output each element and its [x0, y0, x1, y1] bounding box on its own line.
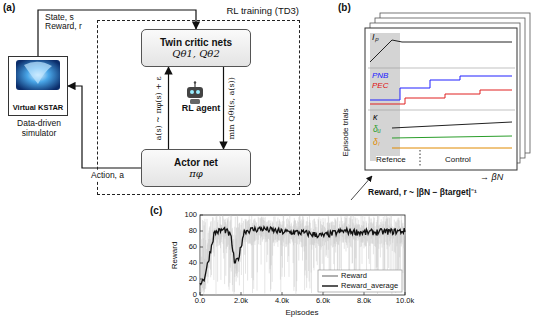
flow-arrow [68, 86, 141, 168]
tick-label: 2.0k [234, 297, 248, 305]
episode-sheets [351, 13, 530, 200]
box-symbol: πφ [142, 168, 250, 180]
tick-label: 0.0 [195, 297, 205, 305]
edge-label: a(s) ~ πφ(s) + ε [155, 75, 164, 141]
text-label: Episode trials [342, 108, 351, 156]
flow-arrow [223, 67, 224, 149]
critic-box: Twin critic netsQθ1, Qθ2 [141, 29, 251, 67]
legend-text: Reward [341, 272, 367, 280]
legend-sample [322, 275, 338, 277]
reward-trace [200, 215, 405, 295]
text-label: (c) [150, 205, 162, 216]
robot-icon [187, 81, 203, 104]
flow-arrow [168, 67, 169, 149]
text-label: Episodes [286, 309, 319, 318]
tick-label: 8.0k [357, 297, 371, 305]
tick-label: 10.0k [396, 297, 414, 305]
tick-label: 80 [189, 227, 197, 235]
text-label: Control [445, 156, 471, 165]
text-label: δₗ [373, 138, 379, 147]
tick-label: 20 [189, 275, 197, 283]
tick-label: 4.0k [275, 297, 289, 305]
text-label: (a) [3, 2, 15, 13]
kstar-icon [16, 60, 60, 90]
text-label: (b) [338, 2, 351, 13]
reward-chart [200, 215, 405, 295]
tick-label: 60 [189, 243, 197, 251]
text-label: Refence [376, 156, 406, 165]
text-label: PNB [372, 72, 388, 81]
edge-label: State, s Reward, r [44, 13, 96, 32]
text-label: Iₚ [372, 33, 379, 43]
text-label: δᵤ [373, 125, 381, 134]
text-label: → βN [480, 173, 503, 183]
text-label: Reward [172, 241, 181, 269]
simulator-caption: Data-driven simulator [3, 119, 75, 139]
box-title: Twin critic nets [142, 37, 250, 49]
legend-text: Reward_average [341, 282, 398, 290]
tick-label: 40 [189, 259, 197, 267]
text-label: PEC [372, 82, 388, 91]
agent-label: RL agent [176, 103, 226, 113]
actor-box: Actor netπφ [141, 149, 251, 187]
legend-sample [322, 285, 338, 286]
training-region: Twin critic netsQθ1, Qθ2Actor netπφRL tr… [97, 20, 300, 195]
tick-label: 100 [184, 211, 197, 219]
text-label: κ [373, 113, 378, 123]
text-label: Reward, r ~ |βN − βtarget|⁻¹ [368, 188, 477, 197]
simulator-name: Virtual KSTAR [9, 104, 67, 113]
box-symbol: Qθ1, Qθ2 [142, 48, 250, 60]
tick-label: 6.0k [316, 297, 330, 305]
simulator-box: Virtual KSTARData-driven simulator [8, 56, 68, 116]
legend-box [318, 270, 402, 292]
edge-label: Action, a [90, 171, 125, 180]
box-title: Actor net [142, 157, 250, 169]
edge-label: min Qθi(s, a(s)) [228, 76, 237, 140]
region-title: RL training (TD3) [226, 5, 299, 16]
